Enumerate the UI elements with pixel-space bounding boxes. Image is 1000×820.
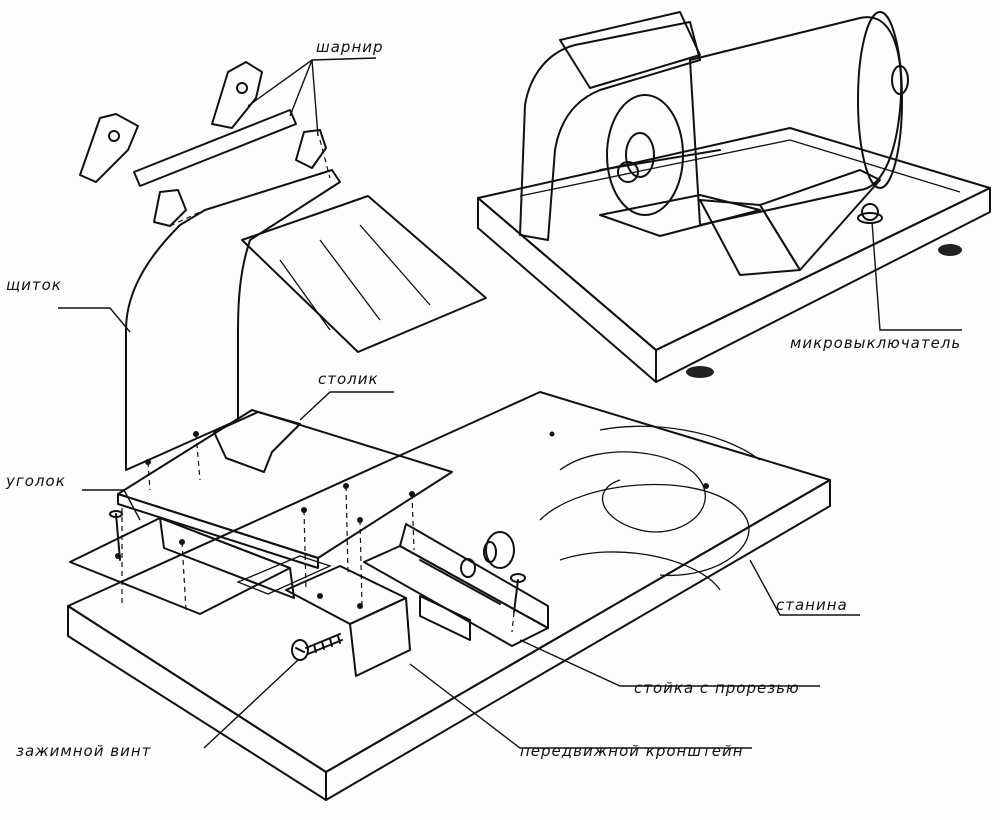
label-movable-bracket: передвижной кронштейн xyxy=(520,742,744,760)
assembled-shield-window xyxy=(559,11,701,89)
motor-end-cap xyxy=(857,11,903,189)
angle-flange-horizontal xyxy=(69,517,291,615)
label-base: станина xyxy=(776,596,848,614)
hinge-bracket-left xyxy=(79,113,139,183)
assembled-grinder xyxy=(477,11,991,383)
clamp-screw xyxy=(291,633,343,661)
motor-bracket xyxy=(699,199,801,276)
hinge-lug-right xyxy=(295,129,327,169)
assembled-base-side xyxy=(655,187,991,383)
washer xyxy=(460,558,476,578)
post-base xyxy=(363,545,549,647)
label-shield: щиток xyxy=(6,276,62,294)
foot-2 xyxy=(938,244,962,256)
label-clamp-screw: зажимной винт xyxy=(16,742,152,760)
base-board xyxy=(67,391,831,801)
table-cutout xyxy=(213,411,301,473)
hinge-lug-left xyxy=(153,189,187,227)
hinge-bracket-top xyxy=(211,61,263,129)
leader-lines xyxy=(58,57,962,749)
bracket-leg xyxy=(349,597,411,677)
grinding-wheel xyxy=(606,94,684,216)
assembled-table xyxy=(599,194,761,237)
angle-flange-vertical xyxy=(159,517,295,599)
label-microswitch: микровыключатель xyxy=(790,334,961,352)
assembled-shield xyxy=(519,21,701,241)
hinge-bar xyxy=(133,109,297,187)
knurled-nut xyxy=(483,531,515,569)
label-hinge: шарнир xyxy=(316,38,384,56)
base-front xyxy=(67,605,327,801)
label-slotted-post: стойка с прорезью xyxy=(634,679,800,697)
motor-body xyxy=(689,16,903,226)
hinge-parts xyxy=(79,61,327,227)
post-upright xyxy=(399,523,549,629)
assembly-guide-lines xyxy=(121,139,515,633)
movable-bracket xyxy=(285,565,411,677)
base-side xyxy=(325,479,831,801)
table-exploded xyxy=(117,409,453,569)
angle-bracket xyxy=(69,510,295,615)
slotted-post xyxy=(363,523,549,647)
label-angle: уголок xyxy=(5,472,66,490)
table-plate-edge xyxy=(117,493,319,569)
base-top xyxy=(67,391,831,773)
microswitch-button xyxy=(861,203,879,221)
shield-plate xyxy=(125,169,341,471)
small-screw xyxy=(510,573,526,613)
label-table: столик xyxy=(318,370,379,388)
foot-1 xyxy=(686,366,714,378)
shield-glass xyxy=(241,195,487,353)
